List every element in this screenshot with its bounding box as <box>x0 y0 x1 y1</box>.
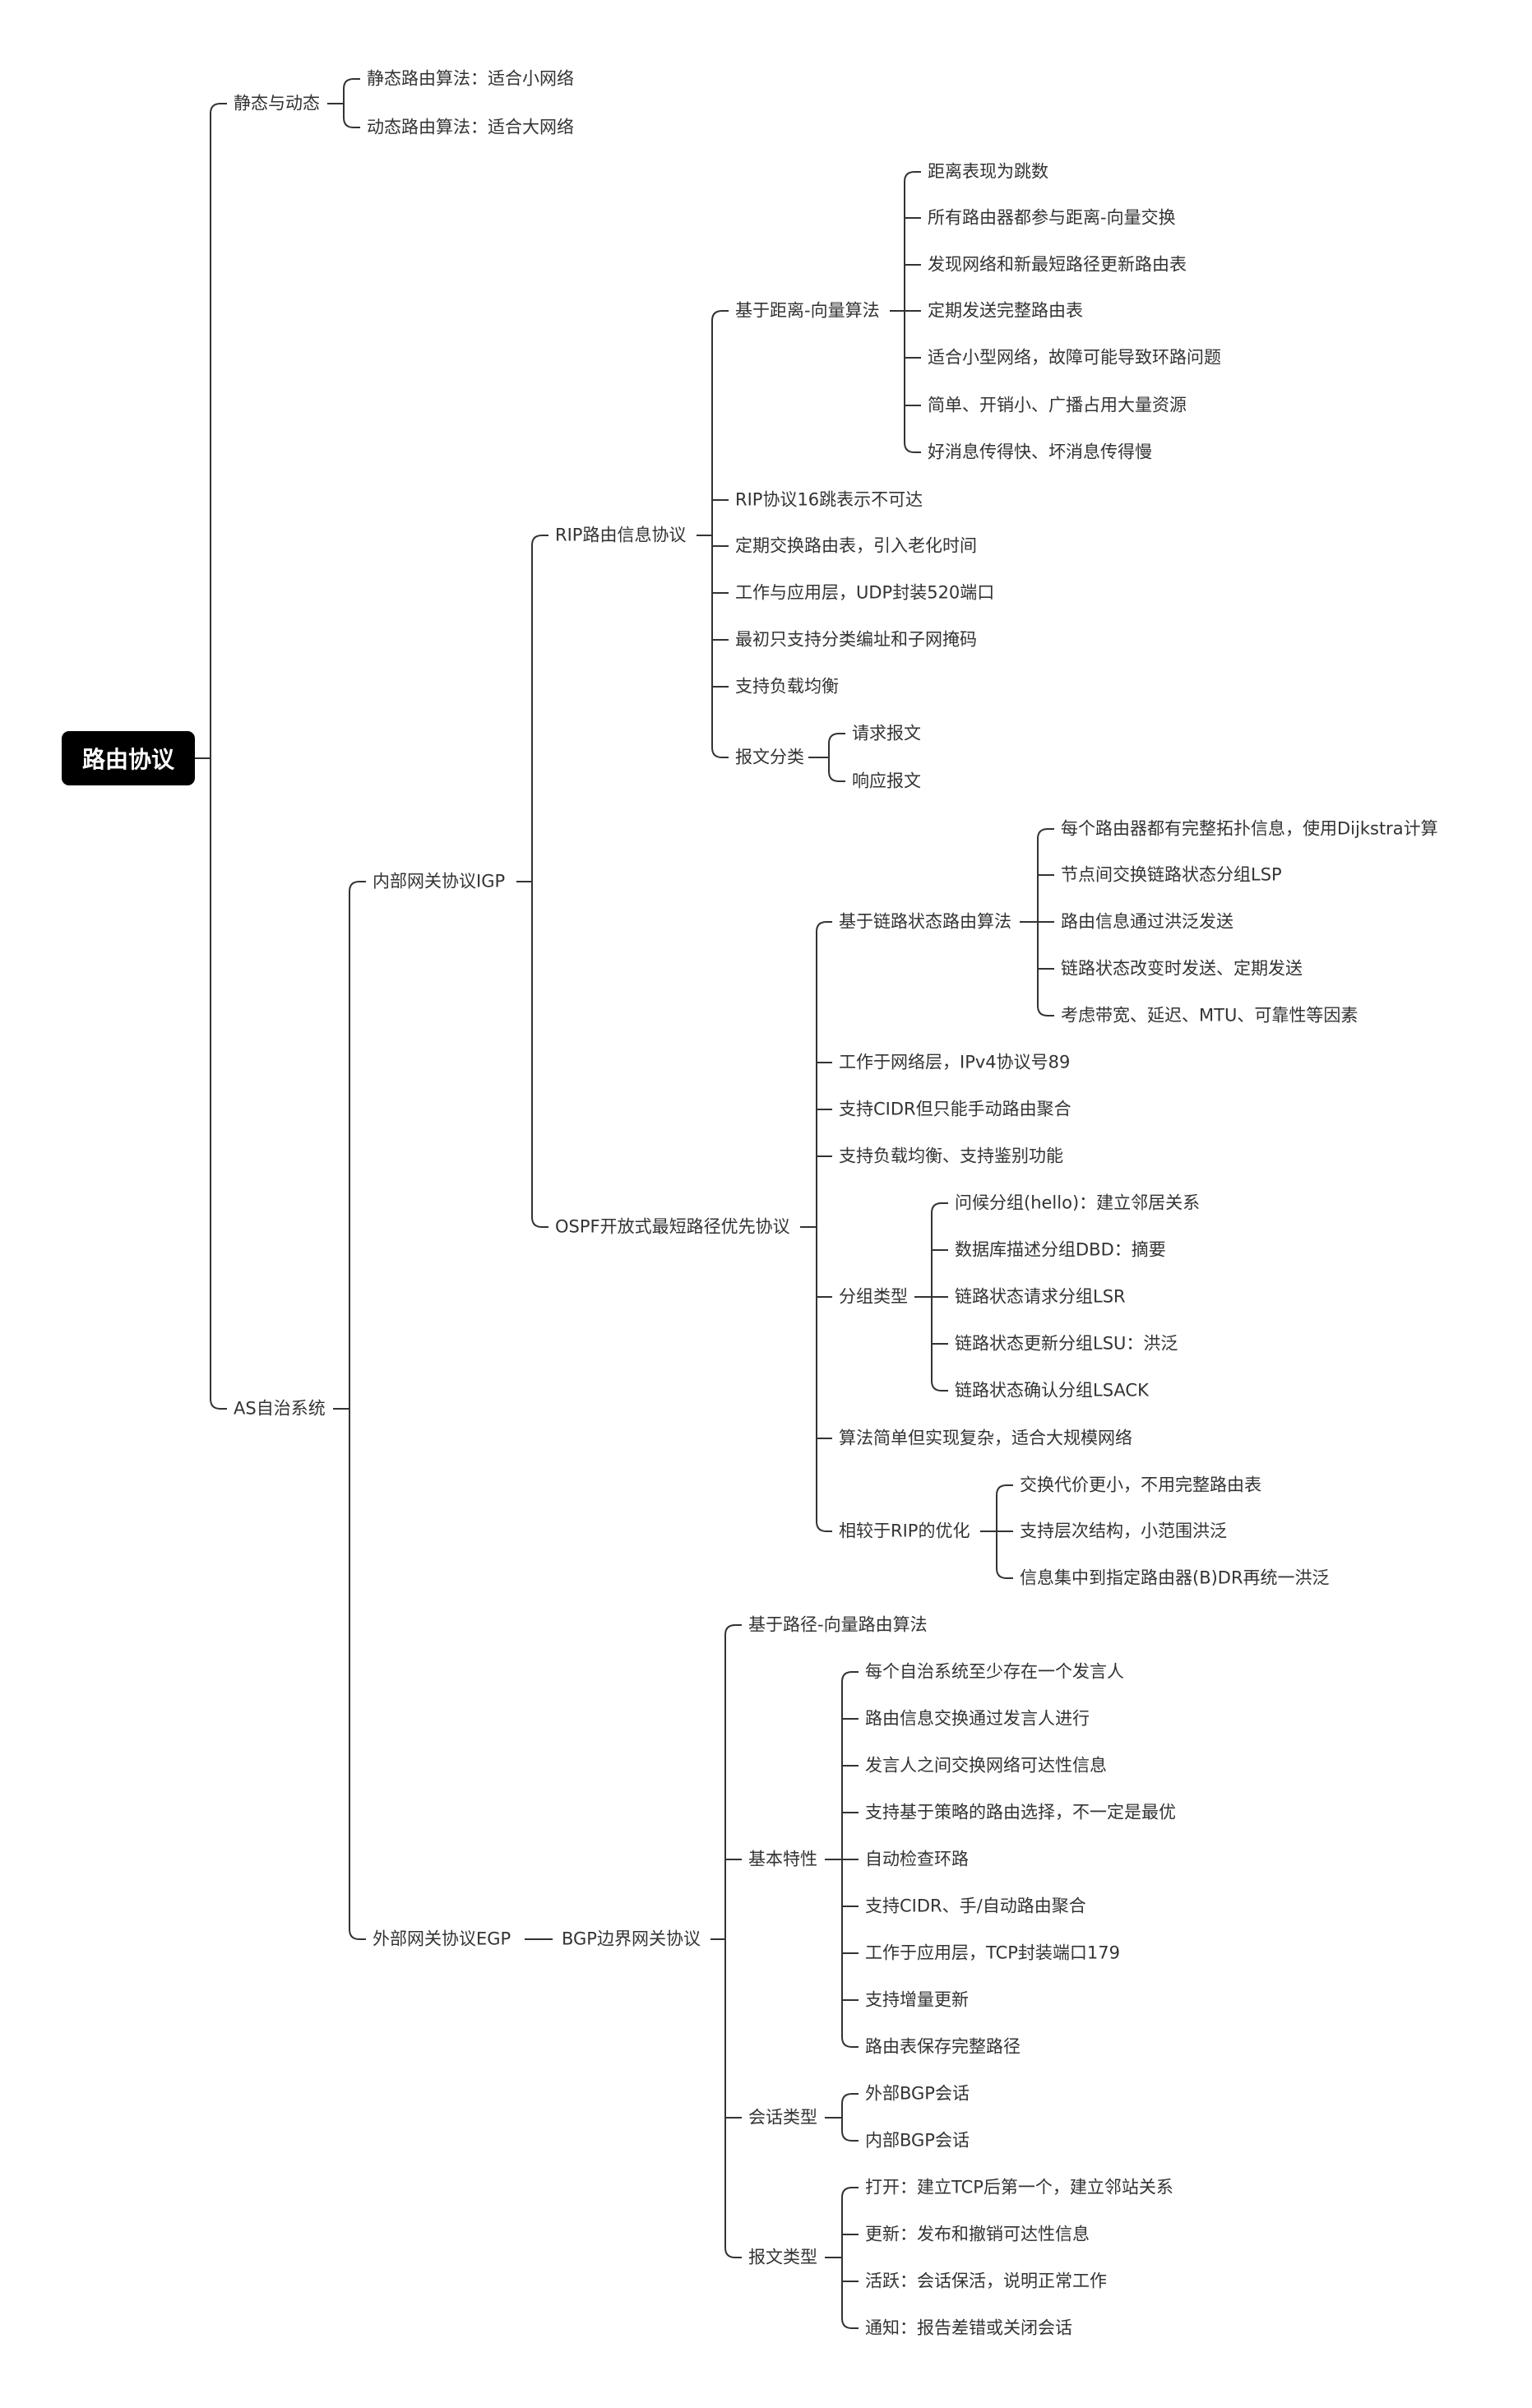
leaf-vs-rip[interactable]: 支持层次结构，小范围洪泛 <box>1020 1521 1227 1541</box>
connector-branch <box>1037 1005 1054 1016</box>
leaf-vs-rip[interactable]: 信息集中到指定路由器(B)DR再统一洪泛 <box>1020 1568 1330 1588</box>
root-node[interactable] <box>62 731 195 785</box>
connector-branch <box>343 117 360 128</box>
node-egp[interactable]: 外部网关协议EGP <box>373 1929 511 1949</box>
leaf-bgp-message[interactable]: 活跃：会话保活，说明正常工作 <box>865 2271 1107 2291</box>
node-ospf[interactable]: OSPF开放式最短路径优先协议 <box>555 1216 790 1237</box>
leaf-packet[interactable]: 链路状态更新分组LSU：洪泛 <box>955 1333 1178 1354</box>
leaf-ospf[interactable]: 工作于网络层，IPv4协议号89 <box>839 1052 1071 1072</box>
connector-branch <box>531 535 548 546</box>
leaf-bgp-feature[interactable]: 每个自治系统至少存在一个发言人 <box>865 1661 1124 1682</box>
node-ospf-packet-types[interactable]: 分组类型 <box>839 1286 908 1307</box>
leaf-ospf[interactable]: 支持CIDR但只能手动路由聚合 <box>839 1099 1071 1119</box>
leaf-rip[interactable]: 最初只支持分类编址和子网掩码 <box>735 629 977 650</box>
leaf-dv[interactable]: 所有路由器都参与距离-向量交换 <box>928 207 1176 228</box>
root-label: 路由协议 <box>81 746 174 773</box>
node-rip-message-types[interactable]: 报文分类 <box>735 747 804 767</box>
connector-branch <box>841 1671 859 1683</box>
leaf-packet[interactable]: 链路状态确认分组LSACK <box>955 1380 1149 1401</box>
connector-branch <box>816 1521 832 1532</box>
node-bgp-messages[interactable]: 报文类型 <box>748 2247 817 2267</box>
leaf-bgp-session[interactable]: 内部BGP会话 <box>865 2130 970 2151</box>
connector-branch <box>931 1202 948 1214</box>
leaf-dv[interactable]: 好消息传得快、坏消息传得慢 <box>928 442 1152 462</box>
leaf-ls[interactable]: 节点间交换链路状态分组LSP <box>1061 864 1282 885</box>
leaf-bgp-message[interactable]: 打开：建立TCP后第一个，建立邻站关系 <box>865 2177 1173 2197</box>
connector-branch <box>724 1624 742 1636</box>
connector-branch <box>349 881 366 892</box>
node-igp[interactable]: 内部网关协议IGP <box>373 871 506 891</box>
connector-branch <box>828 771 845 782</box>
leaf-ospf[interactable]: 支持负载均衡、支持鉴别功能 <box>839 1146 1063 1166</box>
leaf-bgp-feature[interactable]: 支持CIDR、手/自动路由聚合 <box>865 1896 1086 1916</box>
node-bgp-sessions[interactable]: 会话类型 <box>748 2107 817 2128</box>
leaf-rip-request[interactable]: 请求报文 <box>852 723 921 743</box>
connector-branch <box>711 310 729 322</box>
node-bgp[interactable]: BGP边界网关协议 <box>562 1929 701 1949</box>
connector-branch <box>210 1398 227 1410</box>
leaf-dv[interactable]: 发现网络和新最短路径更新路由表 <box>928 254 1187 275</box>
connector-branch <box>841 2130 859 2142</box>
leaf-rip-response[interactable]: 响应报文 <box>852 771 921 791</box>
connector-branch <box>711 747 729 758</box>
leaf-bgp-feature[interactable]: 路由表保存完整路径 <box>865 2036 1021 2057</box>
node-bgp-features[interactable]: 基本特性 <box>748 1849 817 1869</box>
connector-branch <box>1037 828 1054 840</box>
leaf-bgp-message[interactable]: 更新：发布和撤销可达性信息 <box>865 2224 1090 2244</box>
leaf-bgp-message[interactable]: 通知：报告差错或关闭会话 <box>865 2318 1072 2338</box>
leaf-bgp-feature[interactable]: 支持基于策略的路由选择，不一定是最优 <box>865 1802 1176 1822</box>
leaf-bgp-feature[interactable]: 工作于应用层，TCP封装端口179 <box>865 1943 1121 1963</box>
leaf-ls[interactable]: 考虑带宽、延迟、MTU、可靠性等因素 <box>1061 1005 1358 1026</box>
connector-branch <box>996 1484 1013 1496</box>
connector-branch <box>841 2318 859 2329</box>
leaf-dv[interactable]: 适合小型网络，故障可能导致环路问题 <box>928 347 1221 368</box>
leaf-dynamic-routing[interactable]: 动态路由算法：适合大网络 <box>367 117 574 137</box>
leaf-bgp-feature[interactable]: 路由信息交换通过发言人进行 <box>865 1708 1090 1729</box>
leaf-dv[interactable]: 定期发送完整路由表 <box>928 300 1083 321</box>
connector-branch <box>996 1568 1013 1579</box>
leaf-bgp-path-vector[interactable]: 基于路径-向量路由算法 <box>748 1614 928 1635</box>
leaf-ls[interactable]: 链路状态改变时发送、定期发送 <box>1061 958 1303 979</box>
connector-branch <box>841 2187 859 2198</box>
leaf-dv[interactable]: 距离表现为跳数 <box>928 161 1048 182</box>
leaf-bgp-feature[interactable]: 自动检查环路 <box>865 1849 969 1869</box>
node-ospf-link-state[interactable]: 基于链路状态路由算法 <box>839 911 1011 932</box>
node-as[interactable]: AS自治系统 <box>234 1398 326 1419</box>
connector-branch <box>904 442 921 453</box>
connector-branch <box>904 171 921 183</box>
connector-branch <box>210 103 227 114</box>
connector-branch <box>724 2247 742 2258</box>
node-static-dynamic[interactable]: 静态与动态 <box>234 93 320 113</box>
leaf-vs-rip[interactable]: 交换代价更小，不用完整路由表 <box>1020 1475 1261 1495</box>
leaf-ls[interactable]: 每个路由器都有完整拓扑信息，使用Dijkstra计算 <box>1061 818 1438 839</box>
connector-branch <box>841 2093 859 2105</box>
leaf-ls[interactable]: 路由信息通过洪泛发送 <box>1061 911 1233 932</box>
connector-branch <box>816 921 832 933</box>
connector-branch <box>828 733 845 744</box>
node-rip[interactable]: RIP路由信息协议 <box>555 525 687 545</box>
connector-branch <box>531 1216 548 1228</box>
leaf-bgp-session[interactable]: 外部BGP会话 <box>865 2083 970 2104</box>
connector-branch <box>349 1929 366 1940</box>
connector-branch <box>841 2036 859 2048</box>
leaf-packet[interactable]: 数据库描述分组DBD：摘要 <box>955 1239 1166 1260</box>
leaf-bgp-feature[interactable]: 支持增量更新 <box>865 1989 969 2010</box>
connector-branch <box>343 78 360 90</box>
node-rip-distance-vector[interactable]: 基于距离-向量算法 <box>735 300 880 321</box>
leaf-dv[interactable]: 简单、开销小、广播占用大量资源 <box>928 395 1187 415</box>
leaf-rip[interactable]: 工作与应用层，UDP封装520端口 <box>735 582 995 603</box>
leaf-ospf-note[interactable]: 算法简单但实现复杂，适合大规模网络 <box>839 1428 1132 1448</box>
leaf-rip[interactable]: 定期交换路由表，引入老化时间 <box>735 535 977 556</box>
connector-branch <box>931 1380 948 1392</box>
leaf-static-routing[interactable]: 静态路由算法：适合小网络 <box>367 68 574 89</box>
leaf-rip[interactable]: RIP协议16跳表示不可达 <box>735 489 923 510</box>
leaf-packet[interactable]: 问候分组(hello)：建立邻居关系 <box>955 1192 1201 1213</box>
node-ospf-vs-rip[interactable]: 相较于RIP的优化 <box>839 1521 970 1541</box>
leaf-packet[interactable]: 链路状态请求分组LSR <box>955 1286 1126 1307</box>
leaf-rip[interactable]: 支持负载均衡 <box>735 676 839 697</box>
leaf-bgp-feature[interactable]: 发言人之间交换网络可达性信息 <box>865 1755 1107 1776</box>
